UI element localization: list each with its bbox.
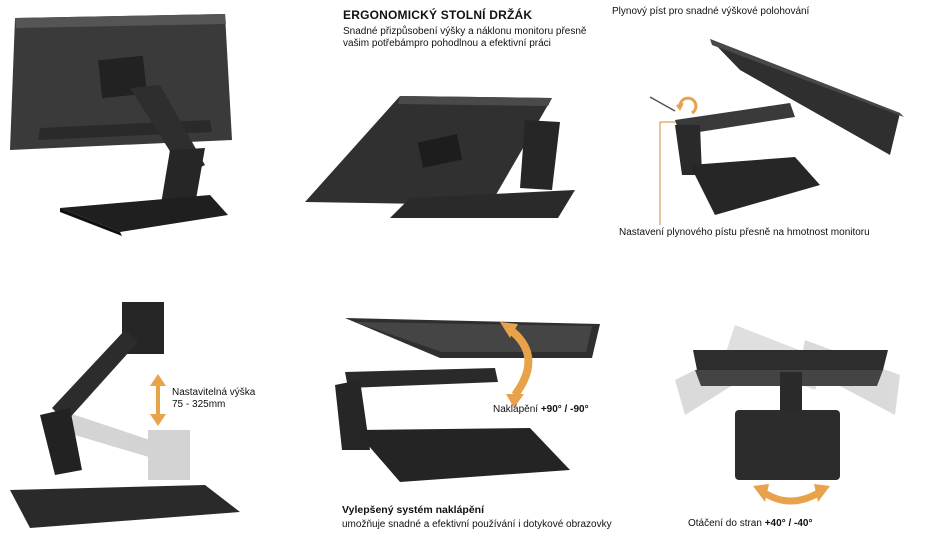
tilt-label-prefix: Naklápění bbox=[493, 404, 541, 415]
rotation-label-value: +40° / -40° bbox=[764, 518, 813, 529]
improved-title: Vylepšený systém naklápění bbox=[342, 504, 485, 516]
product-image-rear-view bbox=[0, 0, 260, 250]
product-image-rotation bbox=[655, 320, 925, 515]
subtitle-line-1: Snadné přizpůsobení výšky a náklonu moni… bbox=[343, 26, 587, 37]
product-image-gas-spring bbox=[620, 25, 925, 225]
page-title: ERGONOMICKÝ STOLNÍ DRŽÁK bbox=[343, 8, 533, 22]
improved-text: umožňuje snadné a efektivní používání i … bbox=[342, 519, 612, 530]
gas-spring-bottom-label: Nastavení plynového pístu přesně na hmot… bbox=[619, 227, 870, 238]
height-label-line-1: Nastavitelná výška bbox=[172, 387, 256, 398]
gas-spring-top-label: Plynový píst pro snadné výškové polohová… bbox=[612, 6, 810, 17]
product-image-height-adjust bbox=[0, 290, 260, 535]
product-image-tilt bbox=[330, 310, 610, 495]
tilt-label-value: +90° / -90° bbox=[540, 404, 589, 415]
product-image-tilted-monitor bbox=[290, 90, 580, 220]
tilt-label: Naklápění +90° / -90° bbox=[493, 403, 589, 416]
height-label-line-2: 75 - 325mm bbox=[172, 399, 226, 410]
rotation-label: Otáčení do stran +40° / -40° bbox=[688, 517, 812, 530]
subtitle-line-2: vašim potřebámpro pohodlnou a efektivní … bbox=[343, 38, 551, 49]
rotation-label-prefix: Otáčení do stran bbox=[688, 518, 765, 529]
